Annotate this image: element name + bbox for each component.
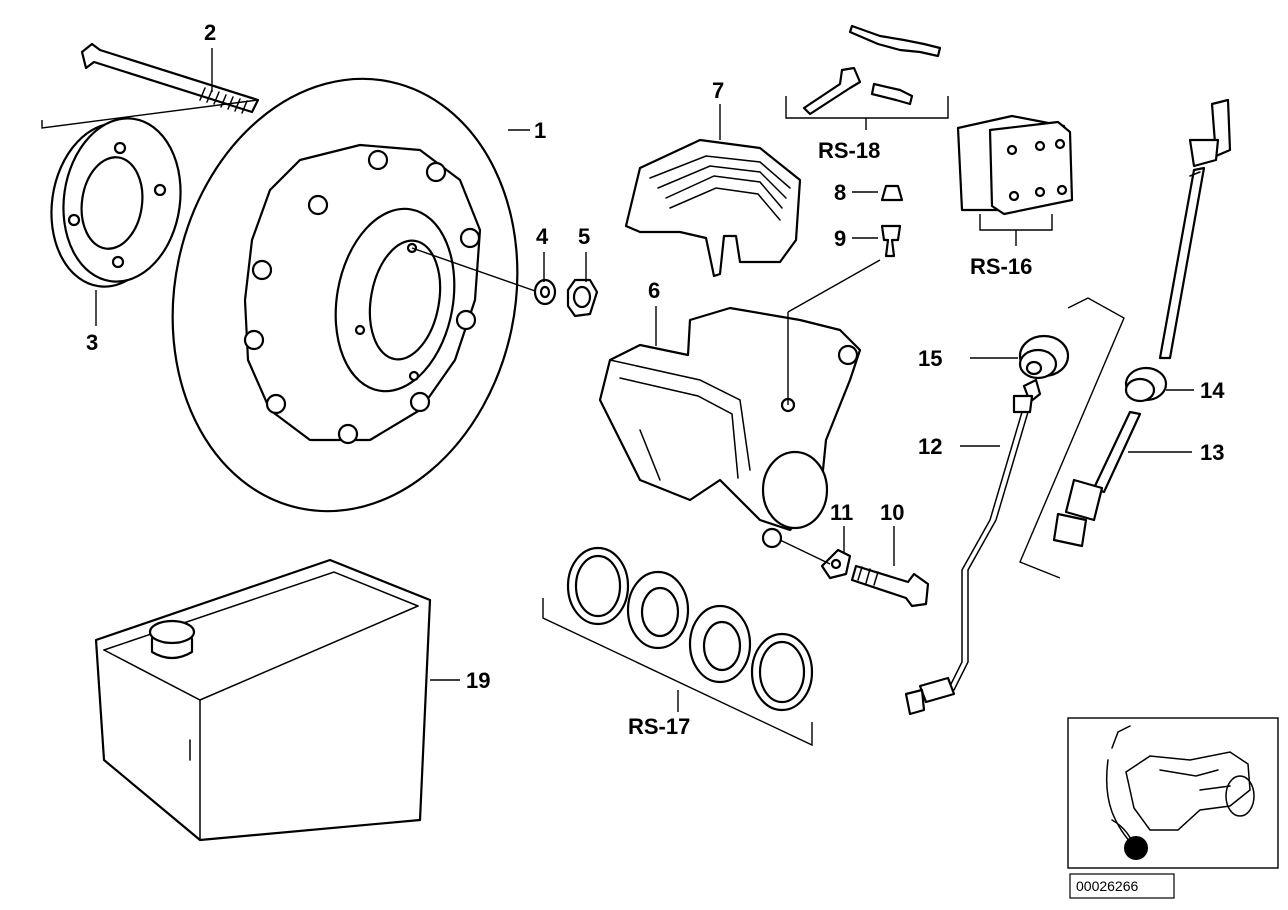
callout-7: 7 xyxy=(712,78,724,103)
part-8-cap[interactable] xyxy=(880,184,904,202)
callout-6: 6 xyxy=(648,278,660,303)
callout-14: 14 xyxy=(1200,378,1225,403)
locator-inset xyxy=(1067,717,1279,869)
callout-2: 2 xyxy=(204,20,216,45)
callout-11: 11 xyxy=(830,500,853,525)
part-4-washer[interactable] xyxy=(533,278,557,306)
rs-16-brake-pads[interactable] xyxy=(956,114,1074,216)
part-6-brake-caliper[interactable] xyxy=(598,306,862,549)
callout-15: 15 xyxy=(918,346,942,371)
callout-rs-17: RS-17 xyxy=(628,714,690,739)
part-9-bleed-valve[interactable] xyxy=(880,224,902,258)
axis-line-10 xyxy=(779,539,831,565)
rs-17-seal-kit[interactable] xyxy=(566,546,814,712)
part-14-grommet[interactable] xyxy=(1124,366,1168,403)
callout-13: 13 xyxy=(1200,440,1224,465)
part-19-brake-fluid-can[interactable] xyxy=(94,558,432,842)
part-11-lock-plate[interactable] xyxy=(820,548,852,580)
motorcycle-locator-icon xyxy=(1105,725,1255,860)
callout-19: 19 xyxy=(466,668,490,693)
axis-line-4 xyxy=(411,247,539,293)
callout-5: 5 xyxy=(578,224,590,249)
reference-number: 00026266 xyxy=(1076,878,1139,894)
callout-4: 4 xyxy=(536,224,549,249)
part-3-spacer-ring[interactable] xyxy=(41,111,191,295)
axis-line-9b xyxy=(787,259,881,313)
brake-hose-upper[interactable] xyxy=(1158,98,1232,360)
bracket-2-3 xyxy=(41,99,259,129)
rs-18-pin-kit[interactable] xyxy=(802,24,942,116)
bracket-13-15 xyxy=(1019,297,1125,579)
callout-rs-18: RS-18 xyxy=(818,138,880,163)
part-2-bolt[interactable] xyxy=(80,42,260,114)
bracket-rs-18 xyxy=(785,96,949,119)
part-13-hose-fitting[interactable] xyxy=(1052,410,1142,548)
part-1-brake-disc[interactable] xyxy=(133,46,556,543)
reference-box xyxy=(1069,873,1175,899)
callout-rs-16: RS-16 xyxy=(970,254,1032,279)
bracket-rs-16 xyxy=(979,214,1053,231)
callout-8: 8 xyxy=(834,180,846,205)
callout-10: 10 xyxy=(880,500,904,525)
callout-9: 9 xyxy=(834,226,846,251)
part-7-caliper-cover[interactable] xyxy=(624,138,802,278)
part-12-brake-line[interactable] xyxy=(904,378,1042,716)
part-10-bolt[interactable] xyxy=(850,564,930,608)
part-5-nut[interactable] xyxy=(566,278,599,318)
callout-1: 1 xyxy=(534,118,546,143)
callout-3: 3 xyxy=(86,330,98,355)
bracket-rs-17 xyxy=(542,598,813,747)
part-15-grommet[interactable] xyxy=(1018,334,1070,380)
callout-12: 12 xyxy=(918,434,942,459)
